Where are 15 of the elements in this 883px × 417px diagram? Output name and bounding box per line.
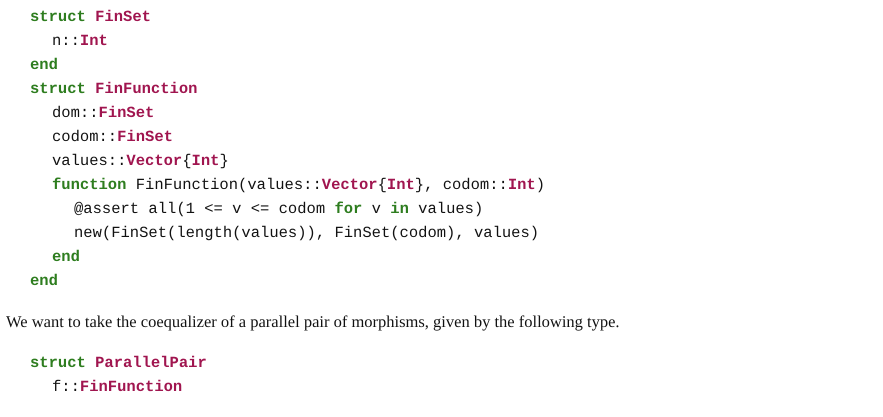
code-line: end (30, 55, 58, 75)
code-line: dom::FinSet (52, 103, 154, 123)
code-line: new(FinSet(length(values)), FinSet(codom), values) (74, 223, 540, 243)
code-line: struct FinSet (30, 7, 151, 27)
code-line: end (52, 247, 80, 267)
code-line: @assert all(1 <= v <= codom for v in values) (74, 199, 484, 219)
code-line: codom::FinSet (52, 127, 173, 147)
code-line: struct ParallelPair (30, 353, 207, 373)
paragraph: We want to take the coequalizer of a parallel pair of morphisms, given by the following type. (6, 312, 620, 332)
code-line: end (30, 271, 58, 291)
code-line: values::Vector{Int} (52, 151, 229, 171)
code-line: struct FinFunction (30, 79, 198, 99)
code-line: function FinFunction(values::Vector{Int}, codom::Int) (52, 175, 546, 195)
code-line: n::Int (52, 31, 108, 51)
code-line: f::FinFunction (52, 377, 182, 397)
